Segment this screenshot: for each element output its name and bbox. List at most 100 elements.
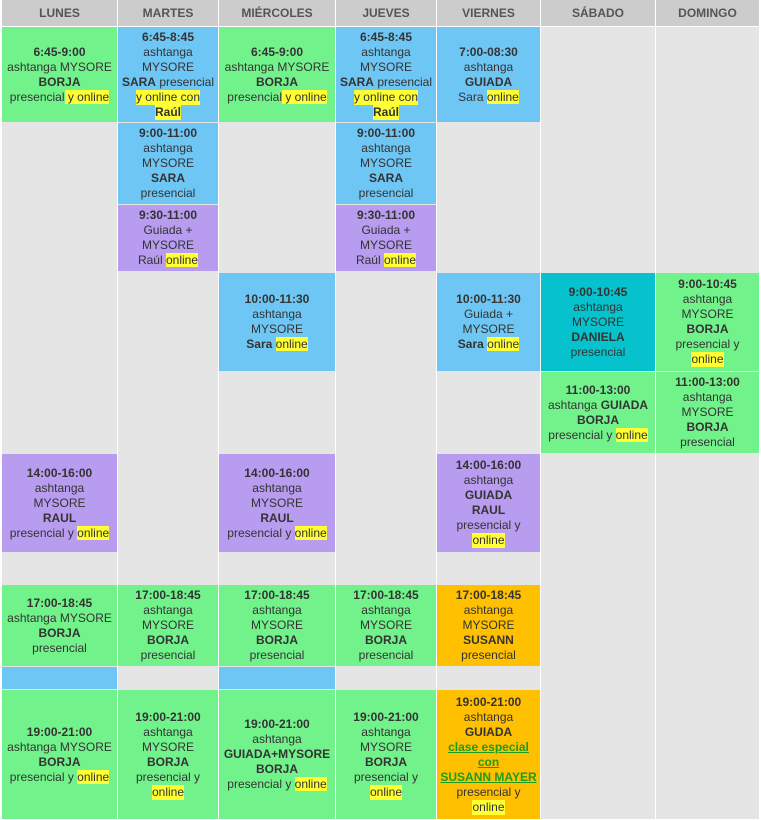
class-martes-0930[interactable]: 9:30-11:00 Guiada + MYSORE Raúl online [118, 205, 218, 271]
class-mode: presencial [680, 435, 735, 449]
class-style: MYSORE [462, 322, 515, 336]
class-viernes-1900[interactable]: 19:00-21:00 ashtanga GUIADA clase especi… [437, 690, 540, 819]
online-badge: online [691, 352, 724, 367]
class-martes-0900[interactable]: 9:00-11:00 ashtanga MYSORE SARA presenci… [118, 123, 218, 204]
class-style: ashtanga MYSORE [7, 739, 112, 754]
class-miercoles-1400[interactable]: 14:00-16:00 ashtanga MYSORE RAUL presenc… [219, 454, 335, 552]
class-mode: presencial y online [9, 89, 110, 104]
class-style: ashtanga [463, 603, 514, 617]
class-domingo-1100[interactable]: 11:00-13:00 ashtanga MYSORE BORJA presen… [656, 372, 759, 453]
online-badge: y online con [353, 89, 419, 105]
class-miercoles-0645[interactable]: 6:45-9:00 ashtanga MYSORE BORJA presenci… [219, 27, 335, 122]
class-style: MYSORE [681, 307, 734, 321]
class-teacher: DANIELA [571, 329, 625, 344]
online-badge: online [77, 525, 110, 540]
class-style: MYSORE [250, 618, 303, 632]
class-lunes-1700[interactable]: 17:00-18:45 ashtanga MYSORE BORJA presen… [2, 585, 117, 666]
class-teacher: BORJA [364, 754, 407, 769]
class-mode: presencial [358, 648, 414, 662]
class-style: ashtanga MYSORE [7, 59, 112, 74]
class-jueves-1700[interactable]: 17:00-18:45 ashtanga MYSORE BORJA presen… [336, 585, 436, 666]
class-style: MYSORE [359, 618, 412, 632]
class-teacher: Raúl [154, 104, 181, 120]
class-time: 9:00-10:45 [678, 277, 737, 291]
class-lunes-1400[interactable]: 14:00-16:00 ashtanga MYSORE RAUL presenc… [2, 454, 117, 552]
class-jueves-0645[interactable]: 6:45-8:45 ashtanga MYSORE SARA presencia… [336, 27, 436, 122]
class-lunes-1900[interactable]: 19:00-21:00 ashtanga MYSORE BORJA presen… [2, 690, 117, 819]
class-mode: presencial [32, 640, 87, 655]
header-sabado: SÁBADO [541, 0, 655, 26]
class-martes-1700[interactable]: 17:00-18:45 ashtanga MYSORE BORJA presen… [118, 585, 218, 666]
class-style: ashtanga [143, 603, 193, 617]
class-viernes-1000[interactable]: 10:00-11:30 Guiada + MYSORE Sara online [437, 273, 540, 371]
class-style: MYSORE [141, 156, 194, 170]
class-domingo-0900[interactable]: 9:00-10:45 ashtanga MYSORE BORJA presenc… [656, 273, 759, 371]
class-jueves-0900[interactable]: 9:00-11:00 ashtanga MYSORE SARA presenci… [336, 123, 436, 204]
class-style: Guiada + [463, 307, 514, 321]
class-style: ashtanga [252, 480, 302, 495]
class-time: 19:00-21:00 [244, 717, 310, 731]
class-style: ashtanga [361, 603, 411, 617]
online-badge: online [383, 253, 417, 267]
separator-bar [2, 667, 117, 689]
class-teacher: BORJA [38, 754, 81, 769]
class-mode: presencial [461, 648, 516, 662]
online-badge: online [369, 784, 403, 800]
online-badge: online [615, 427, 648, 442]
class-teacher: BORJA [146, 754, 189, 769]
online-badge: online [77, 769, 110, 784]
special-class-link[interactable]: con [477, 754, 500, 769]
class-teacher: SUSANN [463, 633, 514, 647]
class-viernes-1700[interactable]: 17:00-18:45 ashtanga MYSORE SUSANN prese… [437, 585, 540, 666]
class-mode: presencial y online [227, 525, 327, 540]
class-viernes-1400[interactable]: 14:00-16:00 ashtanga GUIADA RAUL presenc… [437, 454, 540, 552]
class-martes-0645[interactable]: 6:45-8:45 ashtanga MYSORE SARA presencia… [118, 27, 218, 122]
class-style: ashtanga MYSORE [224, 59, 330, 74]
class-teacher: BORJA [146, 633, 189, 647]
class-style: ashtanga [143, 141, 193, 155]
class-style: ashtanga [463, 59, 514, 74]
class-teacher: RAUL [471, 503, 506, 517]
class-teacher: BORJA [686, 322, 729, 336]
class-mode: presencial y [135, 769, 201, 784]
class-viernes-0700[interactable]: 7:00-08:30 ashtanga GUIADA Sara online [437, 27, 540, 122]
class-mode: presencial [249, 648, 305, 662]
class-sabado-0900[interactable]: 9:00-10:45 ashtanga MYSORE DANIELA prese… [541, 273, 655, 371]
class-teacher-mode: SARA presencial [339, 74, 433, 89]
class-miercoles-1700[interactable]: 17:00-18:45 ashtanga MYSORE BORJA presen… [219, 585, 335, 666]
class-style: MYSORE [681, 405, 734, 419]
special-class-link[interactable]: SUSANN MAYER [440, 769, 537, 784]
header-viernes: VIERNES [437, 0, 540, 26]
special-class-link[interactable]: clase especial [448, 739, 529, 754]
class-style: ashtanga [252, 732, 302, 746]
class-time: 7:00-08:30 [459, 44, 518, 59]
class-style: ashtanga [463, 709, 514, 724]
class-teacher: RAUL [42, 510, 77, 525]
class-time: 9:00-11:00 [356, 126, 416, 140]
class-lunes-0645[interactable]: 6:45-9:00 ashtanga MYSORE BORJA presenci… [2, 27, 117, 122]
class-sabado-1100[interactable]: 11:00-13:00 ashtanga GUIADA BORJA presen… [541, 372, 655, 453]
class-style: ashtanga [143, 724, 193, 739]
class-teacher: Raúl [372, 104, 399, 120]
class-style: MYSORE [462, 618, 515, 632]
class-teacher: GUIADA [464, 488, 513, 502]
class-mode: presencial [570, 344, 626, 359]
class-miercoles-1900[interactable]: 19:00-21:00 ashtanga GUIADA+MYSORE BORJA… [219, 690, 335, 819]
class-style: MYSORE [141, 739, 194, 754]
class-martes-1900[interactable]: 19:00-21:00 ashtanga MYSORE BORJA presen… [118, 690, 218, 819]
online-badge: online [472, 533, 505, 548]
class-time: 9:30-11:00 [356, 208, 416, 222]
class-miercoles-1000[interactable]: 10:00-11:30 ashtanga MYSORE Sara online [219, 273, 335, 371]
class-jueves-1900[interactable]: 19:00-21:00 ashtanga MYSORE BORJA presen… [336, 690, 436, 819]
class-time: 6:45-8:45 [359, 29, 413, 44]
online-badge: online [472, 799, 505, 815]
class-style: ashtanga [682, 390, 733, 404]
class-style: ashtanga GUIADA [547, 397, 649, 412]
class-jueves-0930[interactable]: 9:30-11:00 Guiada + MYSORE Raúl online [336, 205, 436, 271]
header-martes: MARTES [118, 0, 218, 26]
class-teacher: SARA [150, 171, 185, 185]
class-mode: Raúl online [355, 253, 417, 267]
class-style: ashtanga [252, 603, 302, 617]
class-time: 11:00-13:00 [675, 375, 740, 389]
header-lunes: LUNES [2, 0, 117, 26]
